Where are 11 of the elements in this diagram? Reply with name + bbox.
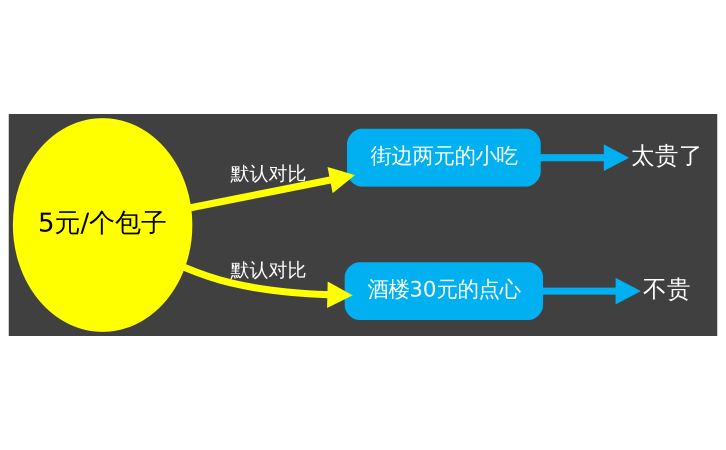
- node-text: 太贵了: [631, 142, 704, 170]
- edge-label: 默认对比: [230, 162, 307, 185]
- arrow: [542, 278, 641, 304]
- node-text: 不贵: [643, 275, 692, 304]
- node-box: 街边两元的小吃: [347, 128, 541, 187]
- edge-label: 默认对比: [230, 260, 307, 282]
- arrow: [540, 144, 630, 171]
- arrow: [183, 264, 353, 308]
- arrow: [190, 167, 355, 212]
- node-ellipse: 5元/个包子: [12, 118, 192, 332]
- node-box: 酒楼30元的点心: [344, 262, 544, 320]
